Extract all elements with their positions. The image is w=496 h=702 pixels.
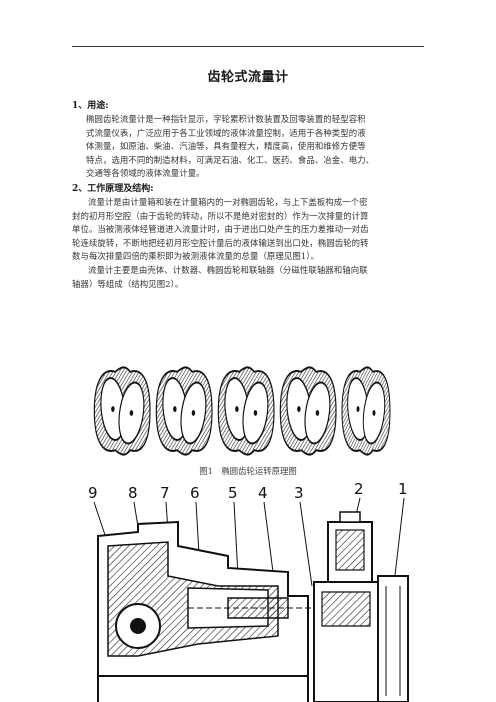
part-label: 4 (258, 484, 268, 502)
principle-paragraph: 流量计是由计量箱和装在计量箱内的一对椭圆齿轮，与上下盖板构成一个密 封的初月形空… (72, 196, 422, 264)
text-line: 流量计主要是由壳体、计数器、椭圆齿轮和联轴器（分磁性联轴器和轴向联 (88, 265, 368, 275)
section-heading-usage: 1、用途: (72, 101, 109, 111)
gear-position-1 (93, 366, 151, 456)
text-line: 式流量仪表，广泛应用于各工业领域的液体流量控制，适用于各种类型的液 (86, 127, 366, 138)
flowmeter-structure-figure: 9 8 7 6 5 4 3 2 1 (88, 480, 409, 702)
text-line: 交通等各领域的液体流量计量。 (86, 168, 205, 179)
gear-position-3 (217, 366, 275, 456)
text-line: 流量计是由计量箱和装在计量箱内的一对椭圆齿轮，与上下盖板构成一个密 (88, 197, 368, 207)
text-line: 数与每次排量四倍的乘积即为被测液体流量的总量（原理见图1）。 (72, 251, 320, 262)
page-title: 齿轮式流量计 (207, 70, 289, 85)
text-line: 椭圆齿轮流量计是一种指针显示，字轮累积计数装置及回零装置的轻型容积 (86, 114, 366, 124)
text-line: 轴器）等组成（结构见图2）。 (72, 278, 184, 289)
gear-position-5 (341, 366, 391, 456)
part-label: 3 (294, 484, 304, 502)
counter-assembly (313, 511, 409, 702)
section-heading-principle: 2、工作原理及结构: (72, 184, 154, 194)
structure-paragraph: 流量计主要是由壳体、计数器、椭圆齿轮和联轴器（分磁性联轴器和轴向联 轴器）等组成… (72, 264, 422, 291)
gear-position-4 (279, 366, 337, 456)
part-label: 5 (228, 484, 238, 502)
part-label: 7 (160, 484, 170, 502)
text-line: 封的初月形空腔（由于齿轮的转动，所以不是绝对密封的）作为一次排量的计算 (72, 210, 369, 221)
part-label: 9 (88, 484, 98, 502)
gear-position-2 (155, 366, 213, 456)
part-label: 8 (128, 484, 138, 502)
part-number-labels: 9 8 7 6 5 4 3 2 1 (88, 480, 408, 502)
part-label: 6 (190, 484, 200, 502)
text-line: 体测量，如原油、柴油、汽油等，具有量程大，精度高，使用和维修方便等 (86, 141, 366, 152)
figure-1-caption: 图1 椭圆齿轮运转原理图 (199, 466, 297, 476)
oval-gear-principle-figure (93, 366, 391, 456)
text-line: 轮连续旋转，不断地把经初月形空腔计量后的液体输送到出口处，椭圆齿轮的转 (72, 237, 369, 248)
part-label: 2 (354, 480, 364, 498)
part-label: 1 (398, 480, 408, 498)
text-line: 特点，选用不同的制造材料，可满足石油、化工、医药、食品、冶金、电力、 (86, 154, 375, 165)
text-line: 单位。当被测液体经管道进入流量计时，由于进出口处产生的压力差推动一对齿 (72, 224, 369, 235)
usage-paragraph: 椭圆齿轮流量计是一种指针显示，字轮累积计数装置及回零装置的轻型容积 式流量仪表，… (86, 113, 422, 181)
header-rule (72, 46, 424, 47)
housing-body (97, 520, 378, 702)
